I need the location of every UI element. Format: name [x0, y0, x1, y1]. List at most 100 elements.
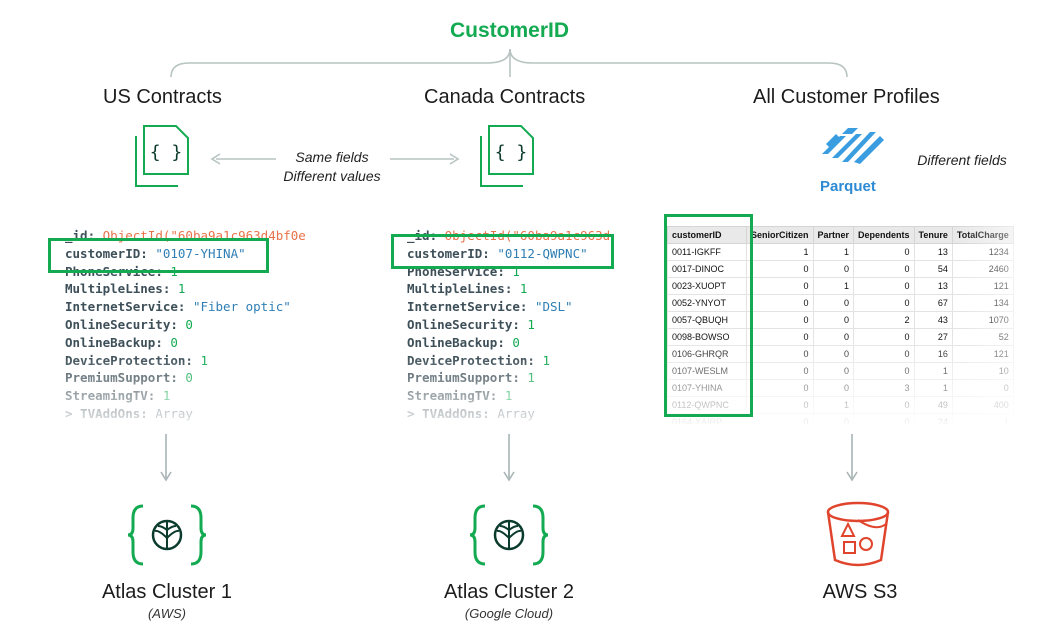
- different-fields-note: Different fields: [917, 152, 1007, 168]
- table-customerid-highlight: [664, 214, 753, 417]
- table-cell: 0: [812, 260, 855, 278]
- field-separator: :: [140, 245, 156, 261]
- field-separator: :: [497, 334, 513, 350]
- field-key: OnlineBackup: [65, 334, 156, 350]
- column-header: Partner: [812, 226, 855, 244]
- column-header: Tenure: [913, 226, 953, 244]
- us-customerid-highlight: [48, 238, 269, 273]
- json-document-icon: { }: [135, 125, 189, 187]
- atlas-cluster-1-provider: (AWS): [147, 606, 187, 621]
- document-field: OnlineBackup: 0: [407, 334, 610, 352]
- field-separator: :: [497, 263, 513, 279]
- document-field: MultipleLines: 1: [65, 280, 306, 298]
- atlas-cluster-2-label: Atlas Cluster 2: [443, 581, 575, 603]
- ca-doc-fade: [400, 355, 620, 425]
- table-cell: 13: [913, 243, 953, 261]
- json-document-icon: { }: [480, 125, 534, 187]
- field-separator: :: [519, 299, 535, 315]
- down-arrow-icon: [503, 434, 515, 482]
- field-key: MultipleLines: [407, 281, 505, 297]
- document-field: MultipleLines: 1: [407, 280, 610, 298]
- field-key: customerID: [65, 245, 141, 261]
- field-value: "0107-YHINA": [155, 245, 246, 261]
- aws-s3-label: AWS S3: [822, 581, 898, 603]
- field-key: OnlineSecurity: [65, 316, 171, 332]
- document-field: OnlineSecurity: 0: [65, 316, 306, 334]
- column-header: Dependents: [853, 226, 915, 244]
- canada-contracts-heading: Canada Contracts: [424, 86, 586, 108]
- table-cell: 1: [746, 243, 814, 261]
- field-key: InternetService: [65, 299, 178, 315]
- atlas-cluster-2-provider: (Google Cloud): [464, 606, 554, 621]
- table-cell: 0: [853, 243, 915, 261]
- all-customer-profiles-heading: All Customer Profiles: [753, 86, 940, 108]
- table-cell: 0: [746, 260, 814, 278]
- field-separator: :: [162, 281, 178, 297]
- document-field: OnlineBackup: 0: [65, 334, 306, 352]
- parquet-logo-icon: [822, 128, 884, 164]
- field-key: InternetService: [407, 299, 520, 315]
- table-cell: 1: [812, 243, 855, 261]
- field-separator: :: [177, 299, 193, 315]
- different-values-text: Different values: [283, 168, 381, 184]
- canada-customerid-highlight: [391, 234, 614, 269]
- field-value: "0112-QWPNC": [497, 245, 588, 261]
- same-fields-text: Same fields: [295, 149, 369, 165]
- document-field: customerID: "0112-QWPNC": [407, 245, 610, 263]
- field-value: 1: [177, 281, 186, 297]
- right-arrow-icon: [390, 153, 460, 165]
- field-value: "DSL": [534, 299, 573, 315]
- atlas-cluster-1-label: Atlas Cluster 1: [101, 581, 233, 603]
- table-cell: 1: [812, 277, 855, 295]
- column-header: SeniorCitizen: [746, 226, 814, 244]
- field-value: 1: [512, 263, 520, 279]
- table-cell: 0: [746, 277, 814, 295]
- document-field: InternetService: "Fiber optic": [65, 298, 306, 316]
- field-value: 0: [170, 334, 178, 350]
- table-cell: 0: [853, 294, 915, 312]
- table-cell: 67: [913, 294, 953, 312]
- document-field: OnlineSecurity: 1: [407, 316, 610, 334]
- us-doc-fade: [55, 355, 355, 425]
- field-value: 1: [527, 316, 535, 332]
- same-fields-note: Same fields Different values: [272, 148, 392, 186]
- svg-text:{ }: { }: [495, 142, 528, 163]
- diagram-title: CustomerID: [450, 19, 570, 42]
- table-cell: 0: [853, 277, 915, 295]
- svg-text:{ }: { }: [150, 142, 183, 163]
- left-arrow-icon: [210, 153, 276, 165]
- table-cell: 13: [913, 277, 953, 295]
- us-contracts-heading: US Contracts: [103, 86, 222, 108]
- field-value: "Fiber optic": [192, 299, 291, 315]
- document-field: customerID: "0107-YHINA": [65, 245, 306, 263]
- field-value: 0: [185, 316, 193, 332]
- field-separator: :: [155, 334, 171, 350]
- field-key: OnlineSecurity: [407, 316, 513, 332]
- field-key: customerID: [407, 245, 483, 261]
- field-key: OnlineBackup: [407, 334, 498, 350]
- parquet-label: Parquet: [820, 178, 876, 195]
- bracket-connector: [170, 48, 848, 78]
- down-arrow-icon: [846, 434, 858, 482]
- field-value: 0: [512, 334, 520, 350]
- field-separator: :: [504, 281, 520, 297]
- field-separator: :: [482, 245, 498, 261]
- s3-bucket-icon: [826, 501, 890, 567]
- document-field: InternetService: "DSL": [407, 298, 610, 316]
- table-cell: 0: [812, 294, 855, 312]
- field-separator: :: [170, 316, 186, 332]
- table-cell: 43: [913, 311, 953, 329]
- table-cell: 2: [853, 311, 915, 329]
- field-key: MultipleLines: [65, 281, 163, 297]
- table-cell: 54: [913, 260, 953, 278]
- field-separator: :: [512, 316, 528, 332]
- table-cell: 0: [746, 294, 814, 312]
- down-arrow-icon: [160, 434, 172, 482]
- atlas-cluster-icon: [469, 504, 549, 566]
- table-cell: 0: [853, 260, 915, 278]
- field-value: 1: [519, 281, 528, 297]
- table-cell: 0: [746, 311, 814, 329]
- table-cell: 0: [812, 311, 855, 329]
- table-bottom-fade: [667, 336, 1059, 424]
